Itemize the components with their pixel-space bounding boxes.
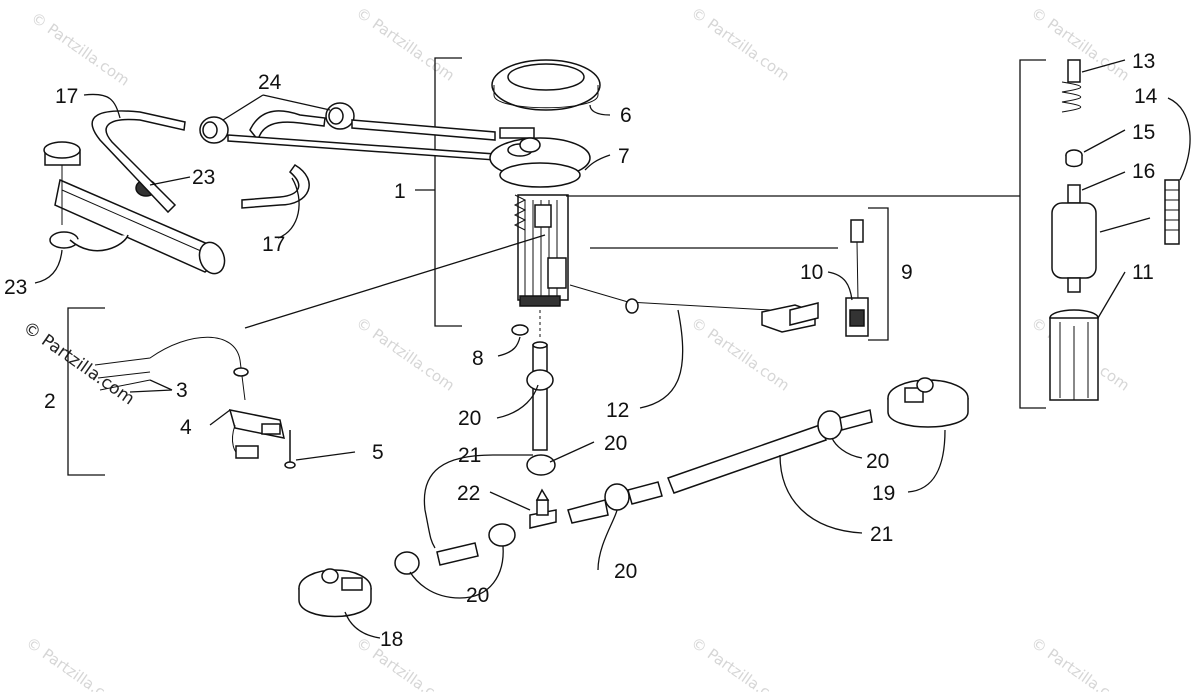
callout-22: 22 [457,482,480,505]
watermark: © Partzilla.com [688,634,793,692]
callout-24: 24 [258,71,282,94]
callout-17a: 17 [55,85,78,108]
callout-10: 10 [800,261,823,284]
callout-leaders [34,59,1191,639]
callout-21b: 21 [870,523,893,546]
filter-14 [1164,179,1180,245]
pump-flange-7 [489,127,591,188]
watermark: © Partzilla.com [23,634,128,692]
screw-5 [284,430,296,469]
callout-11: 11 [1132,261,1154,284]
clamp-24-left [199,116,229,144]
bracket-right [1019,59,1046,409]
watermark: © Partzilla.com [28,9,133,90]
callout-3: 3 [176,379,188,402]
callout-6: 6 [620,104,632,127]
callout-21a: 21 [458,444,481,467]
callout-9: 9 [901,261,913,284]
callout-20a: 20 [458,407,481,430]
callout-19: 19 [872,482,895,505]
watermark-layer: © Partzilla.com © Partzilla.com © Partzi… [19,4,1133,692]
watermark: © Partzilla.com [353,4,458,85]
hose-lower-center [567,481,663,524]
spring [513,194,527,231]
fuel-rail [43,141,226,275]
callout-14: 14 [1134,85,1158,108]
side-watermark: © Partzilla.com [19,318,138,410]
lock-ring-6 [491,59,601,111]
callout-18: 18 [380,628,403,651]
bracket-1 [415,57,462,327]
fuel-pickup-19 [887,377,969,428]
tube-21-vertical [526,341,556,476]
watermark: © Partzilla.com [353,634,458,692]
callout-17b: 17 [262,233,285,256]
callout-20d: 20 [614,560,637,583]
bracket-9 [868,207,889,341]
callout-2: 2 [44,390,56,413]
harness-10 [845,219,869,337]
callout-15: 15 [1132,121,1155,144]
callout-20e: 20 [466,584,489,607]
callout-20c: 20 [866,450,889,473]
callout-4: 4 [180,416,192,439]
callout-12: 12 [606,399,629,422]
fuel-pump-16 [1051,184,1151,293]
wire-harness-2 [94,336,285,459]
clamp-24-right [325,102,355,130]
callout-20b: 20 [604,432,627,455]
fuel-hose-supply [351,119,496,141]
callout-16: 16 [1132,160,1155,183]
hose-21-long [667,409,873,494]
callout-8: 8 [472,347,484,370]
grommet-15 [1065,149,1083,168]
callout-1: 1 [394,180,406,203]
spring-13 [1061,59,1082,113]
bracket-2 [67,307,105,476]
callout-23b: 23 [4,276,27,299]
tee-fitting-22 [529,488,557,529]
callout-5: 5 [372,441,384,464]
filter-sock-11 [1049,309,1099,401]
grommet-8 [511,324,529,336]
pump-body [517,194,569,307]
fuel-hose-return [227,134,496,161]
callout-labels: 1 2 3 4 5 6 7 8 9 10 11 12 13 14 15 16 1… [4,50,1158,651]
fuel-hose-17-upper [91,110,186,214]
callout-7: 7 [618,145,630,168]
fuel-hose-17-lower [241,110,326,209]
callout-13: 13 [1132,50,1155,73]
leader-line [244,234,546,329]
watermark: © Partzilla.com [1028,634,1133,692]
callout-23a: 23 [192,166,215,189]
hose-lower-left [394,523,516,575]
sender-wire-12 [569,284,819,333]
watermark: © Partzilla.com [688,4,793,85]
fuel-pickup-18 [298,568,372,618]
